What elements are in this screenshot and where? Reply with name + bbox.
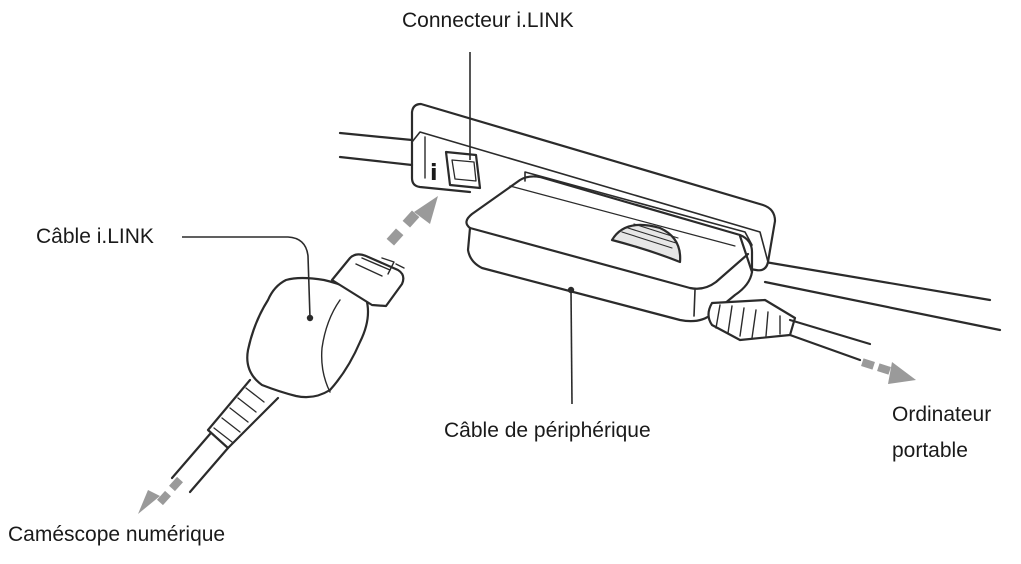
peripheral-cable-label: Câble de périphérique [444, 419, 651, 442]
laptop-label-line2: portable [892, 439, 968, 462]
connector-label: Connecteur i.LINK [402, 9, 574, 32]
latch-wheel [610, 223, 682, 264]
peripheral-strain-relief [707, 298, 872, 362]
camcorder-label: Caméscope numérique [8, 523, 226, 546]
ilink-cable-leader-dot [306, 314, 314, 322]
camcorder-arrow [138, 476, 183, 514]
insert-arrow [386, 196, 438, 246]
laptop-arrow [861, 358, 916, 384]
ilink-symbol: i [430, 161, 438, 186]
ilink-cable-plug [170, 253, 405, 494]
peripheral-cable-leader-dot [567, 286, 575, 294]
laptop-label-line1: Ordinateur [892, 403, 992, 426]
ilink-cable-leader [182, 236, 311, 319]
peripheral-cable-leader [570, 289, 573, 405]
laptop-edge [338, 131, 1002, 332]
ilink-cable-label: Câble i.LINK [36, 225, 154, 248]
ilink-port [444, 150, 482, 190]
peripheral-cable-housing [465, 171, 754, 323]
